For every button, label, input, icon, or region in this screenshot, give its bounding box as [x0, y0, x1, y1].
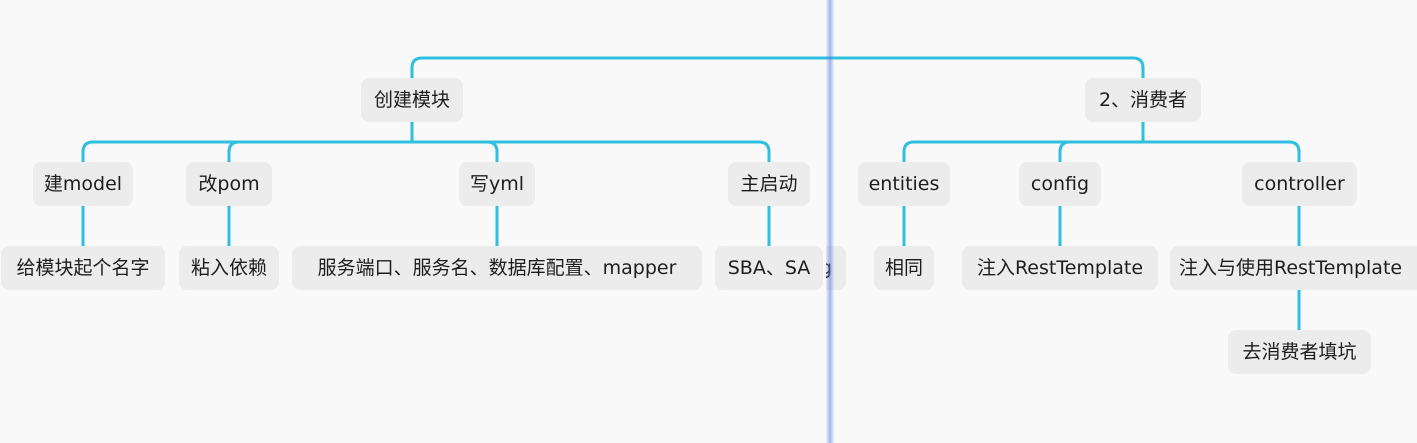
leaf-sba-sa[interactable]: SBA、SA [715, 246, 823, 290]
leaf-inject-resttemplate[interactable]: 注入RestTemplate [962, 246, 1158, 290]
connector-right-c2 [1058, 140, 1072, 164]
connector-right-bar [902, 140, 1301, 164]
subtopic-controller[interactable]: controller [1242, 162, 1357, 206]
subtopic-config[interactable]: config [1019, 162, 1101, 206]
leaf-same[interactable]: 相同 [874, 246, 934, 290]
subtopic-main-startup[interactable]: 主启动 [728, 162, 810, 206]
subtopic-entities[interactable]: entities [858, 162, 950, 206]
leaf-yml-config[interactable]: 服务端口、服务名、数据库配置、mapper [292, 246, 702, 290]
connector-left-c3 [485, 140, 499, 164]
leaf-fill-pit[interactable]: 去消费者填坑 [1228, 330, 1371, 374]
connector-left-c2 [227, 140, 241, 164]
topic-create-module[interactable]: 创建模块 [361, 78, 463, 122]
connector-top [410, 56, 1145, 80]
subtopic-model[interactable]: 建model [33, 162, 133, 206]
leaf-use-resttemplate[interactable]: 注入与使用RestTemplate [1170, 246, 1417, 290]
subtopic-yml[interactable]: 写yml [459, 162, 535, 206]
subtopic-pom[interactable]: 改pom [186, 162, 272, 206]
split-divider[interactable] [826, 0, 834, 443]
topic-consumer[interactable]: 2、消费者 [1085, 78, 1201, 122]
leaf-paste-deps[interactable]: 粘入依赖 [179, 246, 279, 290]
connector-left-bar [81, 140, 771, 164]
leaf-name-module[interactable]: 给模块起个名字 [1, 246, 165, 290]
